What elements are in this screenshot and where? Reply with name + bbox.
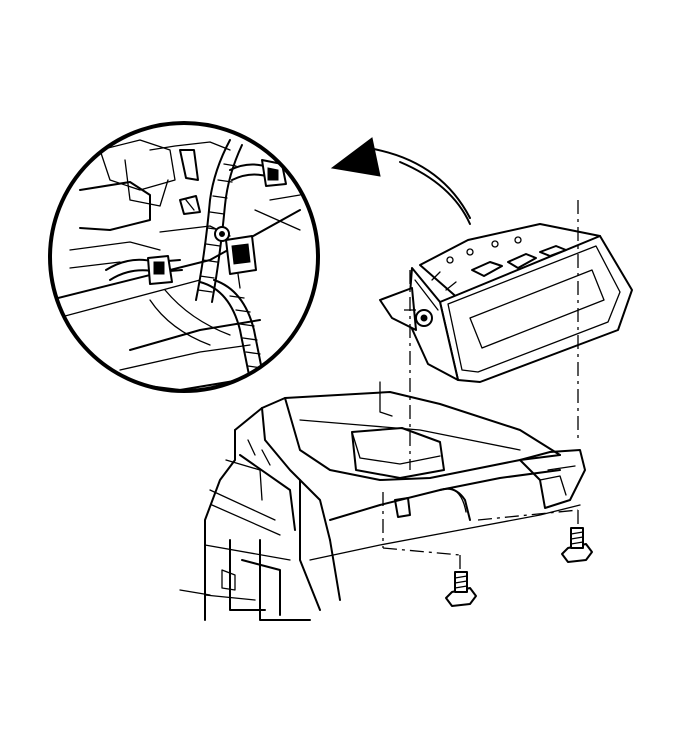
curved-arrow	[330, 137, 471, 225]
mounting-bolt-right	[561, 527, 593, 563]
airbag-module	[379, 223, 633, 383]
detail-view	[48, 121, 320, 393]
instrument-panel-structure	[179, 381, 586, 621]
alignment-lines	[382, 200, 579, 575]
mounting-bolt-left	[445, 571, 477, 607]
